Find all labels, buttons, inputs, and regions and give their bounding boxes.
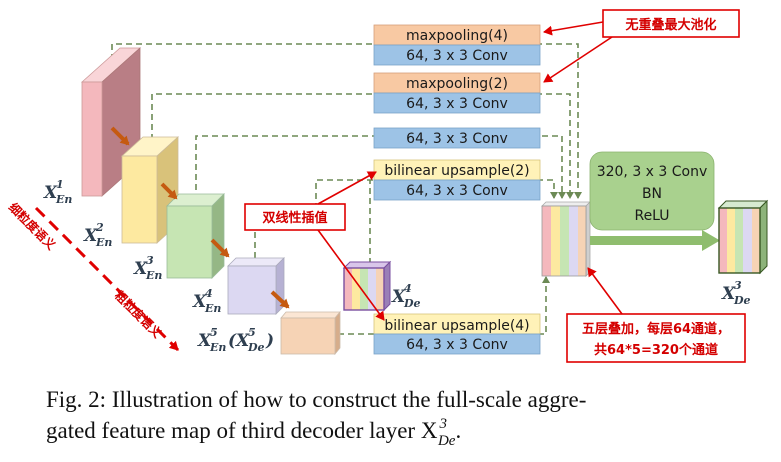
label-x-en-4: X 4 En [192,287,221,315]
op-upsample2: bilinear upsample(2) 64, 3 x 3 Conv [373,159,541,201]
annotation-stack: 五层叠加，每层64通道， 共64*5=320个通道 [566,267,746,363]
svg-text:五层叠加，每层64通道，: 五层叠加，每层64通道， [582,321,730,337]
svg-text:细粒度语义: 细粒度语义 [6,200,60,254]
svg-text:En: En [95,236,112,249]
encoder-block-5 [280,310,341,356]
concat-stack [541,201,591,277]
svg-text:En: En [55,193,72,206]
svg-text:双线性插值: 双线性插值 [262,210,327,226]
svg-text:De: De [247,341,265,354]
svg-text:maxpooling(2): maxpooling(2) [406,76,508,92]
label-x-en-1: X 1 En [43,178,72,206]
label-x-de-4: X 4 De [391,282,421,310]
svg-text:X: X [83,226,98,246]
skip-e2-path [151,93,574,199]
svg-text:64, 3 x 3 Conv: 64, 3 x 3 Conv [406,337,508,353]
skip-e3-path [195,135,566,200]
svg-text:Fig. 2: Illustration of how to: Fig. 2: Illustration of how to construct… [46,387,586,412]
fusion-block: 320, 3 x 3 Conv BN ReLU [589,151,715,231]
down-arrow-4 [270,290,290,309]
svg-text:64, 3 x 3 Conv: 64, 3 x 3 Conv [406,96,508,112]
svg-text:(: ( [228,331,237,351]
encoder-block-3 [166,193,225,279]
svg-text:64, 3 x 3 Conv: 64, 3 x 3 Conv [406,131,508,147]
op-maxpool4: maxpooling(4) 64, 3 x 3 Conv [373,24,541,66]
svg-text:1: 1 [56,178,64,191]
label-x-en-3: X 3 En [133,254,162,282]
svg-text:X: X [721,284,736,304]
decoder-block-3 [717,199,769,275]
svg-text:3: 3 [146,254,154,267]
svg-text:320, 3 x 3 Conv: 320, 3 x 3 Conv [597,164,708,180]
downsample-arrows [110,126,290,309]
svg-text:En: En [209,341,226,354]
svg-text:64, 3 x 3 Conv: 64, 3 x 3 Conv [406,48,508,64]
svg-text:2: 2 [95,221,104,234]
skip-e5-path [338,276,550,335]
svg-text:X: X [43,183,58,203]
decoder-block-4 [342,260,392,312]
label-x-en-5-de-5: X 5 En ( X 5 De ) [197,326,274,354]
op-conv-only: 64, 3 x 3 Conv [373,127,541,149]
svg-text:bilinear upsample(2): bilinear upsample(2) [384,163,529,179]
op-upsample4: bilinear upsample(4) 64, 3 x 3 Conv [373,313,541,355]
svg-text:5: 5 [210,326,218,339]
annotation-bilinear: 双线性插值 [244,171,385,321]
svg-text:De: De [733,294,751,307]
svg-text:De: De [403,297,421,310]
svg-text:共64*5=320个通道: 共64*5=320个通道 [594,342,718,358]
down-arrow-2 [160,182,178,200]
svg-text:): ) [265,331,274,351]
annotation-no-overlap: 无重叠最大池化 [543,9,740,83]
svg-text:maxpooling(4): maxpooling(4) [406,28,508,44]
svg-text:3: 3 [734,279,742,292]
svg-text:En: En [204,302,221,315]
encoder-block-1 [80,47,142,197]
fusion-arrow [590,230,720,251]
op-maxpool2: maxpooling(2) 64, 3 x 3 Conv [373,72,541,114]
svg-text:ReLU: ReLU [634,208,669,224]
svg-text:X: X [235,331,250,351]
encoder-block-4 [227,257,285,315]
svg-text:64, 3 x 3 Conv: 64, 3 x 3 Conv [406,183,508,199]
svg-text:BN: BN [642,186,662,202]
label-x-en-2: X 2 En [83,221,112,249]
svg-text:X: X [192,292,207,312]
svg-text:bilinear upsample(4): bilinear upsample(4) [384,318,529,334]
svg-text:4: 4 [205,287,213,300]
svg-text:5: 5 [248,326,256,339]
svg-text:X: X [133,259,148,279]
svg-text:En: En [145,269,162,282]
svg-text:4: 4 [404,282,412,295]
svg-text:gated feature map of third dec: gated feature map of third decoder layer… [46,416,461,449]
label-x-de-3: X 3 De [721,279,751,307]
svg-text:粗粒度语义: 粗粒度语义 [112,288,166,342]
svg-text:X: X [197,331,212,351]
svg-text:无重叠最大池化: 无重叠最大池化 [624,17,716,33]
down-arrow-1 [110,126,130,146]
svg-text:X: X [391,287,406,307]
figure-caption: Fig. 2: Illustration of how to construct… [46,387,586,449]
down-arrow-3 [210,238,230,258]
